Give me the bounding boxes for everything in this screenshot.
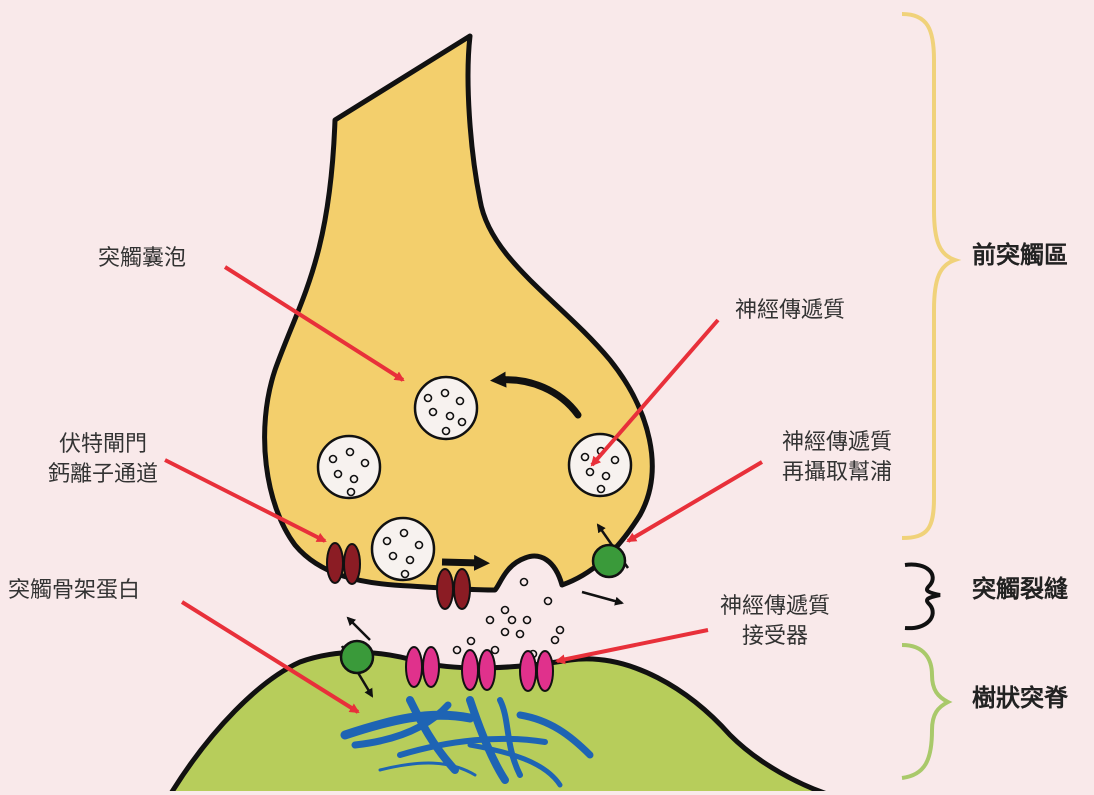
label-vgcc-line1: 伏特閘門 bbox=[28, 430, 178, 460]
label-synaptic-vesicle: 突觸囊泡 bbox=[98, 244, 186, 274]
label-reuptake-line1: 神經傳遞質 bbox=[762, 428, 912, 458]
label-neurotransmitter: 神經傳遞質 bbox=[735, 296, 845, 326]
label-reuptake-pump: 神經傳遞質 再攝取幫浦 bbox=[762, 428, 912, 488]
receptor-pointer-arrow bbox=[557, 630, 708, 661]
label-cytoskeleton: 突觸骨架蛋白 bbox=[8, 576, 140, 606]
presynaptic-terminal bbox=[265, 36, 653, 590]
label-receptor-line2: 接受器 bbox=[700, 622, 850, 652]
synaptic-vesicle bbox=[415, 377, 477, 439]
label-receptor: 神經傳遞質 接受器 bbox=[700, 592, 850, 652]
release-direction-arrow bbox=[442, 562, 480, 563]
label-receptor-line1: 神經傳遞質 bbox=[700, 592, 850, 622]
synaptic-vesicle bbox=[569, 434, 631, 496]
region-cleft-label: 突觸裂縫 bbox=[972, 574, 1068, 604]
synaptic-vesicle bbox=[372, 518, 434, 580]
label-vgcc-line2: 鈣離子通道 bbox=[28, 460, 178, 490]
cleft-brace bbox=[905, 565, 940, 629]
spine-brace bbox=[902, 645, 948, 778]
label-vgcc: 伏特閘門 鈣離子通道 bbox=[28, 430, 178, 490]
label-reuptake-line2: 再攝取幫浦 bbox=[762, 458, 912, 488]
synaptic-vesicle bbox=[318, 436, 380, 498]
region-spine-label: 樹狀突脊 bbox=[972, 683, 1068, 713]
region-presynaptic-label: 前突觸區 bbox=[972, 240, 1068, 270]
